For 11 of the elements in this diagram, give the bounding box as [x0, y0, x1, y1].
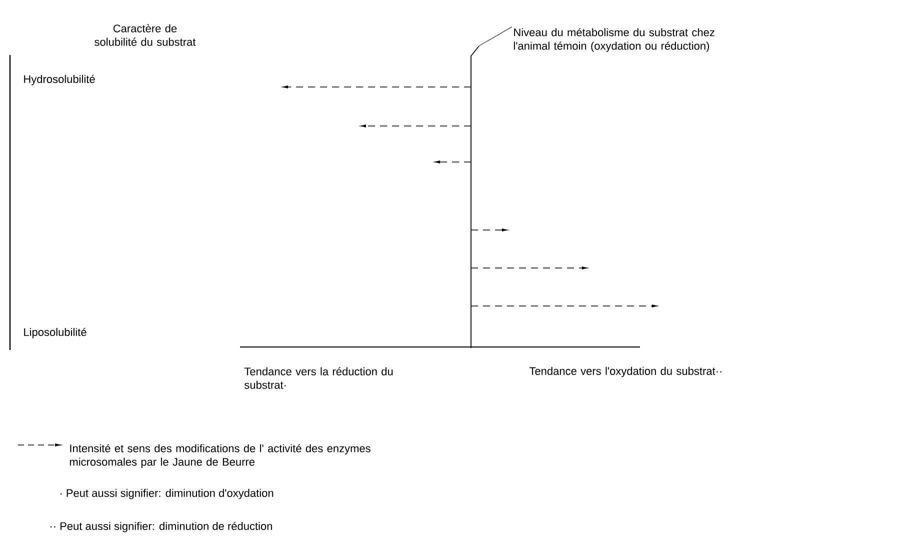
legend-text: Intensité et sens des modifications de l' activité des enzymes microsomales par le Jaune de Beurre — [70, 444, 370, 468]
footnote: ·· Peut aussi signifier: diminution de réduction — [50, 522, 272, 532]
axis-label: Tendance vers l'oxydation du substrat·· — [529, 366, 722, 378]
axis-label: Hydrosolubilité — [24, 74, 95, 86]
axis-label: Liposolubilité — [24, 328, 86, 338]
note-text: Niveau du métabolisme du substrat chez l'animal témoin (oxydation ou réduction) — [514, 28, 714, 52]
footnote: · Peut aussi signifier: diminution d'oxydation — [60, 488, 274, 500]
axis-title: Caractère de solubilité du substrat — [94, 24, 196, 46]
level-line — [470, 46, 480, 348]
leader-line — [478, 26, 512, 46]
axis-label: Tendance vers la réduction du substrat· — [244, 367, 393, 389]
